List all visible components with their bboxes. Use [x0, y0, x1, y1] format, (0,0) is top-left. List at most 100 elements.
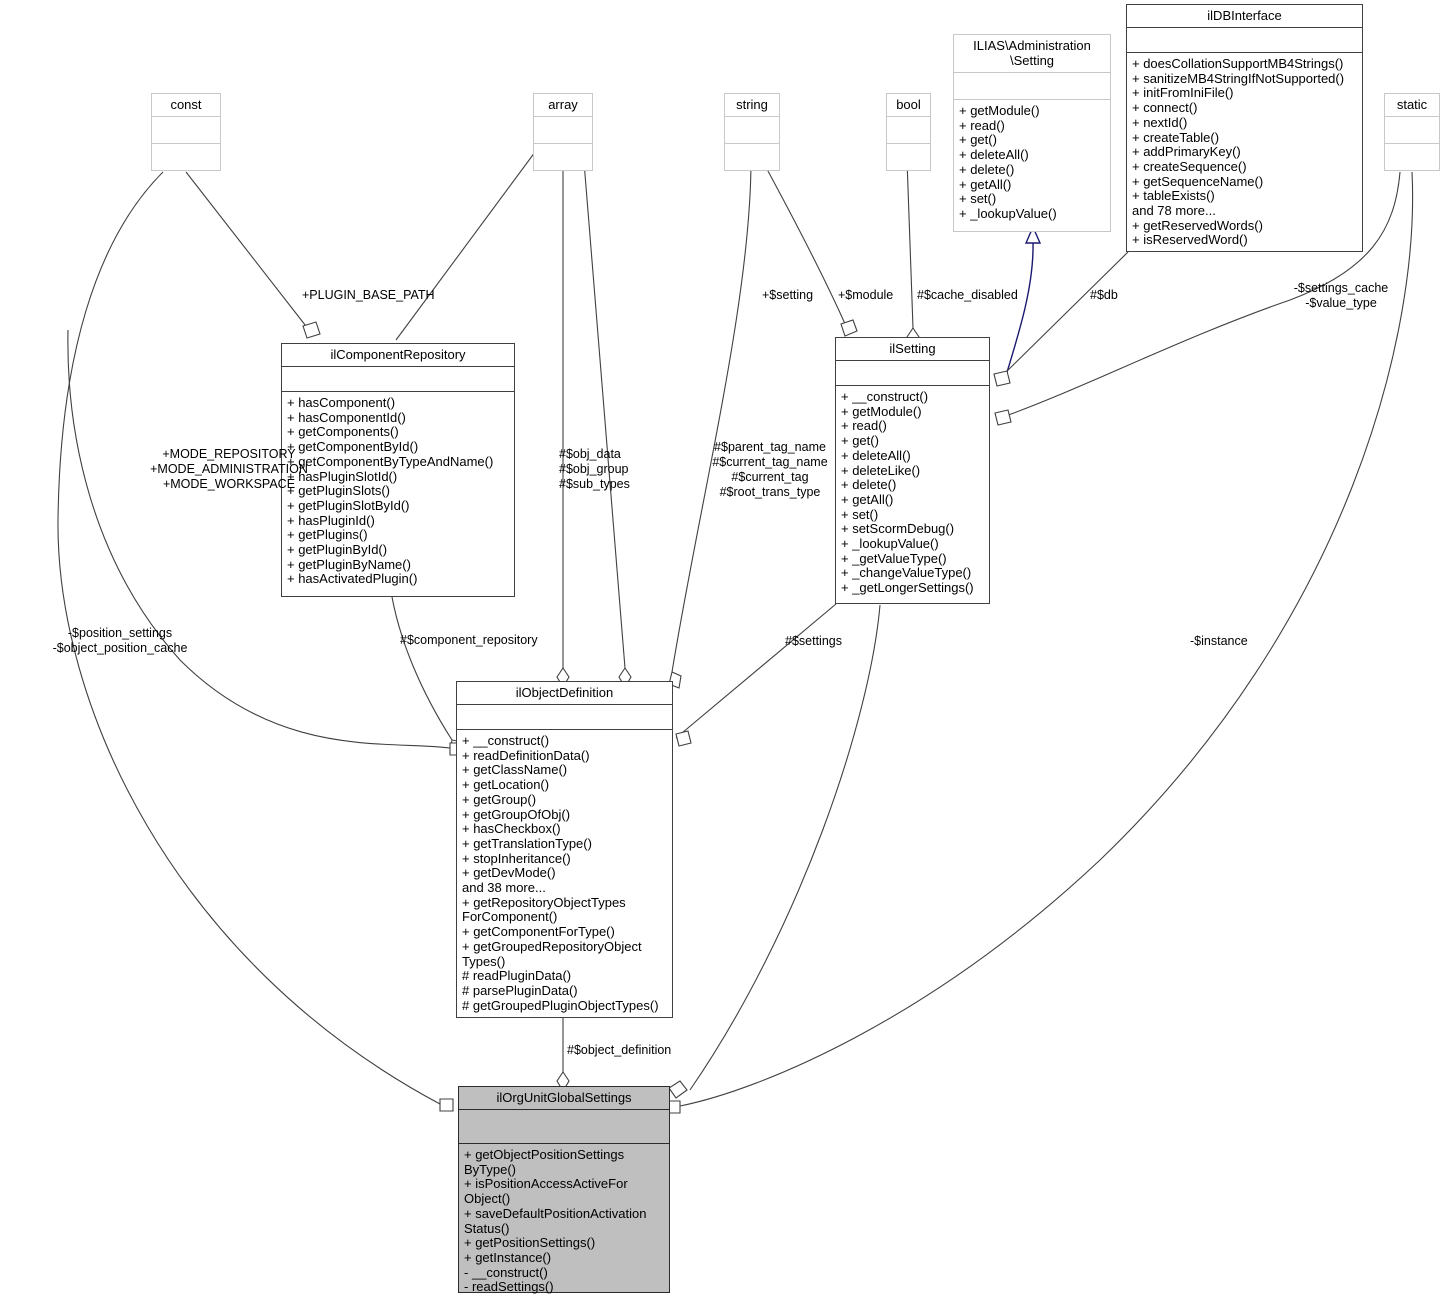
op: + getSequenceName(): [1132, 173, 1264, 189]
op: + addPrimaryKey(): [1132, 144, 1241, 160]
op: + _lookupValue(): [959, 205, 1057, 221]
op: + hasPluginSlotId(): [287, 468, 398, 484]
node-ildbinterface-ops: + doesCollationSupportMB4Strings() + san…: [1127, 53, 1362, 253]
op: + getDevMode(): [462, 865, 556, 881]
op: + getComponents(): [287, 424, 399, 440]
op: + hasCheckbox(): [462, 821, 561, 837]
node-ilcomponentrepository[interactable]: ilComponentRepository + hasComponent() +…: [281, 343, 515, 597]
node-ilobjectdefinition-title: ilObjectDefinition: [457, 682, 672, 705]
node-bool-title: bool: [887, 94, 930, 117]
node-array-title: array: [534, 94, 592, 117]
node-static-attrs: [1385, 117, 1439, 144]
op: + getPositionSettings(): [464, 1235, 596, 1251]
edge-label-module: +$module: [838, 288, 894, 302]
edge-label-component-repository: #$component_repository: [400, 633, 538, 647]
op: + hasPluginId(): [287, 512, 375, 528]
op: # readPluginData(): [462, 968, 572, 984]
op: + _lookupValue(): [841, 536, 939, 552]
op: + tableExists(): [1132, 188, 1215, 204]
op: + get(): [841, 433, 879, 449]
node-array-attrs: [534, 117, 592, 144]
op: + getPluginSlotById(): [287, 497, 410, 513]
op: + hasComponentId(): [287, 409, 406, 425]
op: + getGroup(): [462, 791, 537, 807]
node-ilcomponentrepository-attrs: [282, 367, 514, 392]
edge-label-obj-data: #$obj_data #$obj_group #$sub_types: [559, 447, 630, 491]
edge-label-cache-disabled: #$cache_disabled: [917, 288, 1018, 302]
op: + deleteLike(): [841, 462, 921, 478]
edge-label-db: #$db: [1090, 288, 1118, 302]
node-static-ops: [1385, 144, 1439, 153]
op: + hasComponent(): [287, 395, 396, 410]
op: + sanitizeMB4StringIfNotSupported(): [1132, 70, 1345, 86]
op: + hasActivatedPlugin(): [287, 571, 418, 587]
node-ilorgunitglobalsettings-ops: + getObjectPositionSettings ByType() + i…: [459, 1144, 669, 1300]
op: + getPlugins(): [287, 527, 368, 543]
op: + read(): [959, 117, 1005, 133]
op: + saveDefaultPositionActivation Status(): [464, 1205, 647, 1236]
op: # parsePluginData(): [462, 982, 578, 998]
op: + setScormDebug(): [841, 521, 955, 537]
op: + getPluginSlots(): [287, 483, 390, 499]
op: + getComponentForType(): [462, 924, 615, 940]
op: + nextId(): [1132, 114, 1188, 130]
node-ilsetting[interactable]: ilSetting + __construct() + getModule() …: [835, 337, 990, 604]
op: + _getLongerSettings(): [841, 580, 974, 596]
node-ilobjectdefinition-ops: + __construct() + readDefinitionData() +…: [457, 730, 672, 1018]
node-array[interactable]: array: [533, 93, 593, 171]
node-ilorgunitglobalsettings-title: ilOrgUnitGlobalSettings: [459, 1087, 669, 1110]
op: + doesCollationSupportMB4Strings(): [1132, 56, 1344, 71]
node-bool[interactable]: bool: [886, 93, 931, 171]
op: + _getValueType(): [841, 550, 947, 566]
edge-label-instance: -$instance: [1190, 634, 1248, 648]
op: + getComponentByTypeAndName(): [287, 453, 494, 469]
edge-label-settings-cache-value-type: -$settings_cache -$value_type: [1293, 281, 1389, 310]
edge-label-settings: #$settings: [785, 634, 842, 648]
node-ilsetting-attrs: [836, 361, 989, 386]
op: + getPluginByName(): [287, 556, 411, 572]
op: + isReservedWord(): [1132, 232, 1248, 248]
op: + readDefinitionData(): [462, 747, 590, 763]
node-ilsetting-title: ilSetting: [836, 338, 989, 361]
node-ilcomponentrepository-ops: + hasComponent() + hasComponentId() + ge…: [282, 392, 514, 592]
node-const[interactable]: const: [151, 93, 221, 171]
op: + getTranslationType(): [462, 835, 592, 851]
node-ilias-administration-setting-attrs: [954, 73, 1110, 100]
op: + getReservedWords(): [1132, 217, 1263, 233]
node-static[interactable]: static: [1384, 93, 1440, 171]
op: + getAll(): [959, 176, 1012, 192]
edge-label-position-settings: -$position_settings -$object_position_ca…: [52, 626, 188, 655]
op: + getObjectPositionSettings ByType(): [464, 1147, 625, 1177]
node-const-title: const: [152, 94, 220, 117]
node-bool-attrs: [887, 117, 930, 144]
op: + getPluginById(): [287, 542, 388, 558]
op: + delete(): [959, 161, 1015, 177]
op: + isPositionAccessActiveFor Object(): [464, 1176, 628, 1207]
op: + createSequence(): [1132, 158, 1247, 174]
op: + getGroupOfObj(): [462, 806, 571, 822]
node-const-attrs: [152, 117, 220, 144]
op: + getAll(): [841, 491, 894, 507]
op: + createTable(): [1132, 129, 1220, 145]
node-ilsetting-ops: + __construct() + getModule() + read() +…: [836, 386, 989, 601]
node-ilias-administration-setting-ops: + getModule() + read() + get() + deleteA…: [954, 100, 1110, 227]
node-static-title: static: [1385, 94, 1439, 117]
op: + __construct(): [841, 389, 929, 404]
op: and 38 more...: [462, 880, 546, 896]
node-ilobjectdefinition[interactable]: ilObjectDefinition + __construct() + rea…: [456, 681, 673, 1018]
node-ildbinterface[interactable]: ilDBInterface + doesCollationSupportMB4S…: [1126, 4, 1363, 252]
node-ilorgunitglobalsettings[interactable]: ilOrgUnitGlobalSettings + getObjectPosit…: [458, 1086, 670, 1294]
edge-label-modes: +MODE_REPOSITORY +MODE_ADMINISTRATION +M…: [150, 447, 308, 491]
op: + initFromIniFile(): [1132, 85, 1234, 101]
node-string[interactable]: string: [724, 93, 780, 171]
op: + set(): [959, 191, 997, 207]
node-ilias-administration-setting[interactable]: ILIAS\Administration \Setting + getModul…: [953, 34, 1111, 232]
op: + __construct(): [462, 733, 550, 748]
op: + read(): [841, 418, 887, 434]
node-ilcomponentrepository-title: ilComponentRepository: [282, 344, 514, 367]
op: + getComponentById(): [287, 439, 419, 455]
op: + delete(): [841, 477, 897, 493]
op: - __construct(): [464, 1264, 548, 1280]
node-string-title: string: [725, 94, 779, 117]
